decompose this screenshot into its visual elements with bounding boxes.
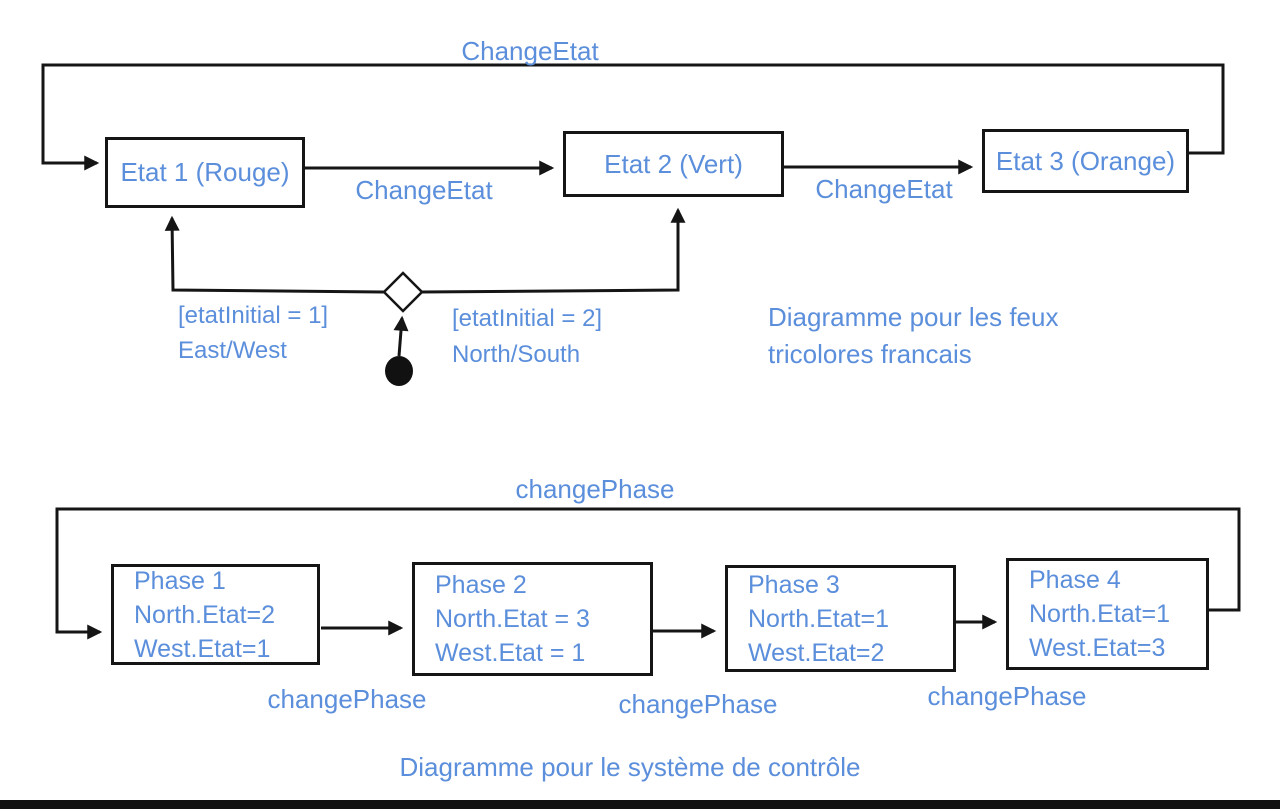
state-box-phase-1: Phase 1 North.Etat=2 West.Etat=1 <box>111 564 320 665</box>
transition-label-phase3-phase4: changePhase <box>927 681 1087 711</box>
initial-transition <box>393 315 409 357</box>
transition-label-phase1-phase2: changePhase <box>267 684 427 714</box>
phase-west-state: West.Etat=1 <box>134 634 271 663</box>
guard-right-direction: North/South <box>452 341 581 368</box>
transition-label-etat1-etat2: ChangeEtat <box>355 175 493 205</box>
transition-label-phase-loop: changePhase <box>515 474 675 504</box>
phase-west-state: West.Etat = 1 <box>435 639 586 667</box>
letterbox-bar <box>0 800 1280 809</box>
phase-north-state: North.Etat=1 <box>1029 600 1171 628</box>
state-label: Etat 1 (Rouge) <box>120 157 290 187</box>
transition-phase4-to-phase1 <box>55 507 1241 640</box>
transition-etat3-to-etat1 <box>41 63 1225 171</box>
choice-branch-to-etat2 <box>420 207 686 294</box>
choice-diamond-icon <box>382 271 424 313</box>
state-box-phase-3: Phase 3 North.Etat=1 West.Etat=2 <box>725 565 956 672</box>
caption-controle: Diagramme pour le système de contrôle <box>399 752 861 782</box>
state-box-phase-2: Phase 2 North.Etat = 3 West.Etat = 1 <box>412 562 653 676</box>
state-box-etat-3: Etat 3 (Orange) <box>982 129 1189 193</box>
transition-label-phase2-phase3: changePhase <box>618 689 778 719</box>
guard-left-direction: East/West <box>178 337 287 364</box>
phase-title: Phase 3 <box>748 570 840 599</box>
phase-title: Phase 1 <box>134 566 226 595</box>
phase-north-state: North.Etat = 3 <box>435 605 590 633</box>
transition-label-top-loop: ChangeEtat <box>461 36 599 66</box>
phase-title: Phase 4 <box>1029 566 1121 594</box>
caption-feux: Diagramme pour les feux tricolores franc… <box>768 299 1058 373</box>
caption-feux-line2: tricolores francais <box>768 339 972 369</box>
caption-feux-line1: Diagramme pour les feux <box>768 302 1059 332</box>
phase-west-state: West.Etat=2 <box>748 638 885 667</box>
initial-state-dot <box>385 356 413 386</box>
phase-north-state: North.Etat=2 <box>134 600 276 629</box>
state-label: Etat 2 (Vert) <box>604 148 743 179</box>
state-box-phase-4: Phase 4 North.Etat=1 West.Etat=3 <box>1006 558 1209 670</box>
state-box-etat-2: Etat 2 (Vert) <box>563 131 784 197</box>
phase-north-state: North.Etat=1 <box>748 604 890 633</box>
guard-right-condition: [etatInitial = 2] <box>452 305 603 332</box>
phase-title: Phase 2 <box>435 571 527 599</box>
guard-left-condition: [etatInitial = 1] <box>178 302 329 329</box>
state-label: Etat 3 (Orange) <box>995 145 1176 176</box>
phase-west-state: West.Etat=3 <box>1029 634 1166 662</box>
choice-branch-to-etat1 <box>164 215 386 294</box>
state-box-etat-1: Etat 1 (Rouge) <box>105 137 305 208</box>
transition-label-etat2-etat3: ChangeEtat <box>815 174 953 204</box>
